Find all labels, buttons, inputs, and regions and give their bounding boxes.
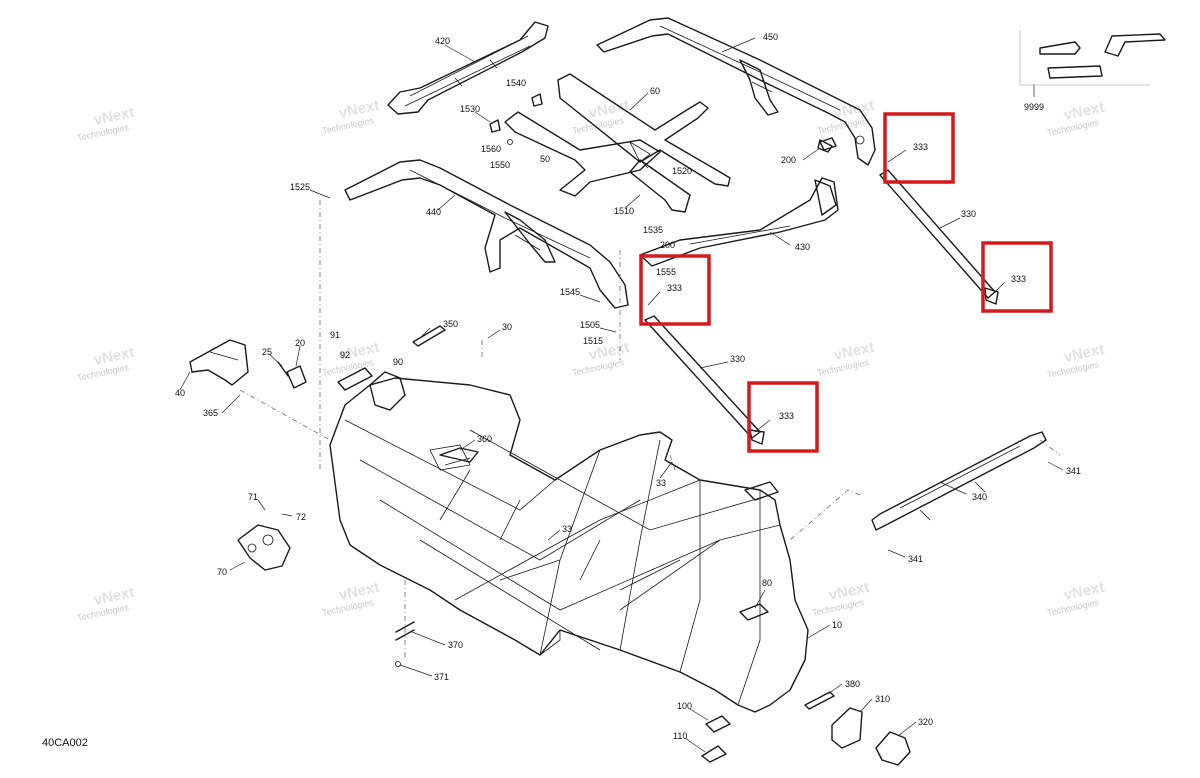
callout-33-center: 33	[562, 524, 572, 534]
callout-70: 70	[217, 567, 227, 577]
part-430-rear-bar	[639, 177, 839, 267]
callout-90: 90	[393, 357, 403, 367]
part-350-bar	[412, 325, 446, 347]
callout-371: 371	[434, 672, 449, 682]
callout-370: 370	[448, 640, 463, 650]
highlight-box-333-upper-right	[883, 112, 955, 184]
part-320-bracket	[875, 731, 911, 766]
callout-71: 71	[248, 492, 258, 502]
legend-inset	[1019, 30, 1166, 86]
callout-9999: 9999	[1024, 102, 1044, 112]
callout-1550: 1550	[490, 160, 510, 170]
callout-33-right: 33	[656, 478, 666, 488]
leader-lines	[179, 37, 1064, 753]
callout-25: 25	[262, 347, 272, 357]
callout-72: 72	[296, 512, 306, 522]
callout-200-lower: 200	[660, 240, 675, 250]
part-340-side-bar	[871, 431, 1047, 531]
highlight-boxes	[639, 112, 1053, 453]
callout-340: 340	[972, 492, 987, 502]
part-450-roll-bar	[596, 17, 876, 166]
callout-1520: 1520	[672, 166, 692, 176]
callout-1515: 1515	[583, 336, 603, 346]
callout-380: 380	[845, 679, 860, 689]
part-380-pin	[804, 691, 835, 710]
callout-310: 310	[875, 694, 890, 704]
part-1540-1530-clips	[489, 93, 543, 145]
part-440-roll-bar	[344, 159, 629, 309]
callout-440: 440	[426, 207, 441, 217]
callout-1555: 1555	[656, 267, 676, 277]
part-330-tubes	[644, 139, 999, 445]
callout-341-lower: 341	[908, 554, 923, 564]
part-200-sleeve	[819, 137, 837, 151]
callout-341-upper: 341	[1066, 466, 1081, 476]
callout-10: 10	[832, 620, 842, 630]
callout-350: 350	[443, 319, 458, 329]
callout-50: 50	[540, 154, 550, 164]
diagram-code: 40CA002	[42, 737, 88, 749]
callout-333-center: 333	[667, 283, 682, 293]
callout-430: 430	[795, 242, 810, 252]
callout-80: 80	[762, 578, 772, 588]
highlight-box-333-center	[639, 254, 711, 326]
callout-1530: 1530	[460, 104, 480, 114]
callout-200-upper: 200	[781, 155, 796, 165]
main-chassis-frame	[329, 371, 809, 713]
callout-330-center: 330	[730, 354, 745, 364]
callout-labels: 420 450 1540 60 1530 1560 1550 50 1520 1…	[175, 32, 1081, 741]
callout-1560: 1560	[481, 144, 501, 154]
part-70-mount	[237, 524, 291, 571]
part-20-25-clips	[277, 361, 307, 389]
callout-1525: 1525	[290, 182, 310, 192]
callout-60: 60	[650, 86, 660, 96]
part-80-bracket	[739, 603, 769, 621]
part-360-bracket	[439, 447, 479, 466]
callout-450: 450	[763, 32, 778, 42]
part-310-plate	[831, 707, 863, 749]
callout-40: 40	[175, 388, 185, 398]
part-100-110-brackets	[701, 715, 731, 763]
callout-100: 100	[677, 701, 692, 711]
callout-360: 360	[477, 434, 492, 444]
callout-1510: 1510	[614, 206, 634, 216]
callout-420: 420	[435, 36, 450, 46]
callout-91: 91	[330, 330, 340, 340]
part-40-bracket	[189, 339, 249, 386]
callout-1505: 1505	[580, 320, 600, 330]
callout-1535: 1535	[643, 225, 663, 235]
callout-20: 20	[295, 338, 305, 348]
part-420-brace	[387, 21, 549, 115]
callout-333-upper-right: 333	[913, 142, 928, 152]
callout-320: 320	[918, 717, 933, 727]
part-90-plate	[337, 367, 373, 391]
callout-92: 92	[340, 350, 350, 360]
callout-1545: 1545	[560, 287, 580, 297]
callout-30: 30	[502, 322, 512, 332]
highlight-box-333-right	[981, 241, 1053, 313]
callout-1540: 1540	[506, 78, 526, 88]
part-60-50-cross-brace	[504, 73, 731, 213]
callout-330-right: 330	[961, 209, 976, 219]
callout-365: 365	[203, 408, 218, 418]
part-370-371-fasteners	[395, 621, 415, 667]
callout-333-lower: 333	[779, 411, 794, 421]
callout-110: 110	[673, 731, 687, 741]
callout-333-right: 333	[1011, 274, 1026, 284]
highlight-box-333-lower	[747, 381, 819, 453]
assembly-lines	[239, 200, 1061, 660]
